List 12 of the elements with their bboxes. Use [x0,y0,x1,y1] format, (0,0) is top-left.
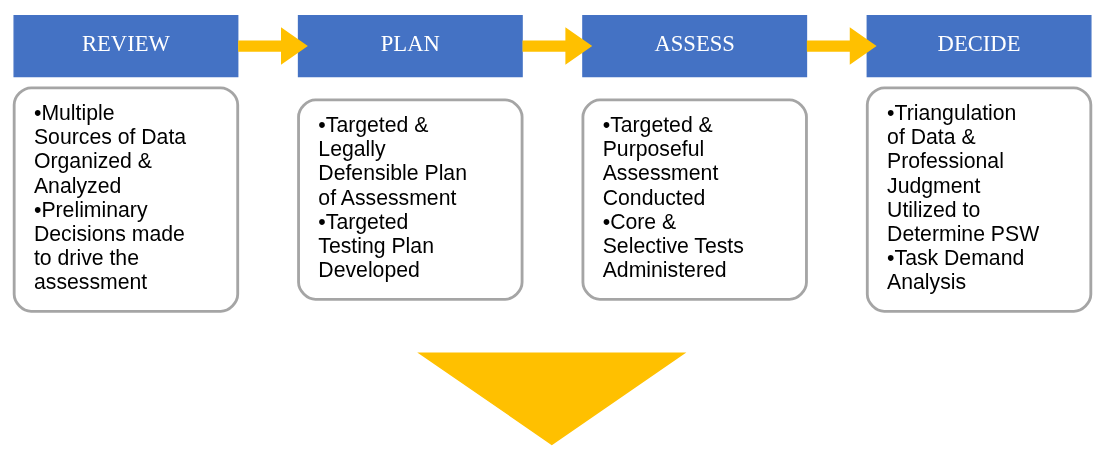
arrow [522,27,593,65]
node-box: •Multiple Sources of Data Organized & Analyzed •Preliminary Decisions made to drive the assessment [12,86,240,313]
node-box: PLAN [297,14,523,78]
node-arrow [417,352,687,446]
node-box: REVIEW [13,14,239,78]
node-box: DECIDE [866,14,1092,78]
arrow [238,27,308,65]
node-box: •Targeted & Purposeful Assessment Conducted •Core & Selective Tests Administered [581,98,808,301]
arrow [806,27,877,65]
node-box: ASSESS [582,14,808,78]
node-box: •Targeted & Legally Defensible Plan of Assessment •Targeted Testing Plan Developed [297,98,524,301]
node-box: •Triangulation of Data & Professional Judgment Utilized to Determine PSW •Task Demand Analysis [865,86,1093,313]
